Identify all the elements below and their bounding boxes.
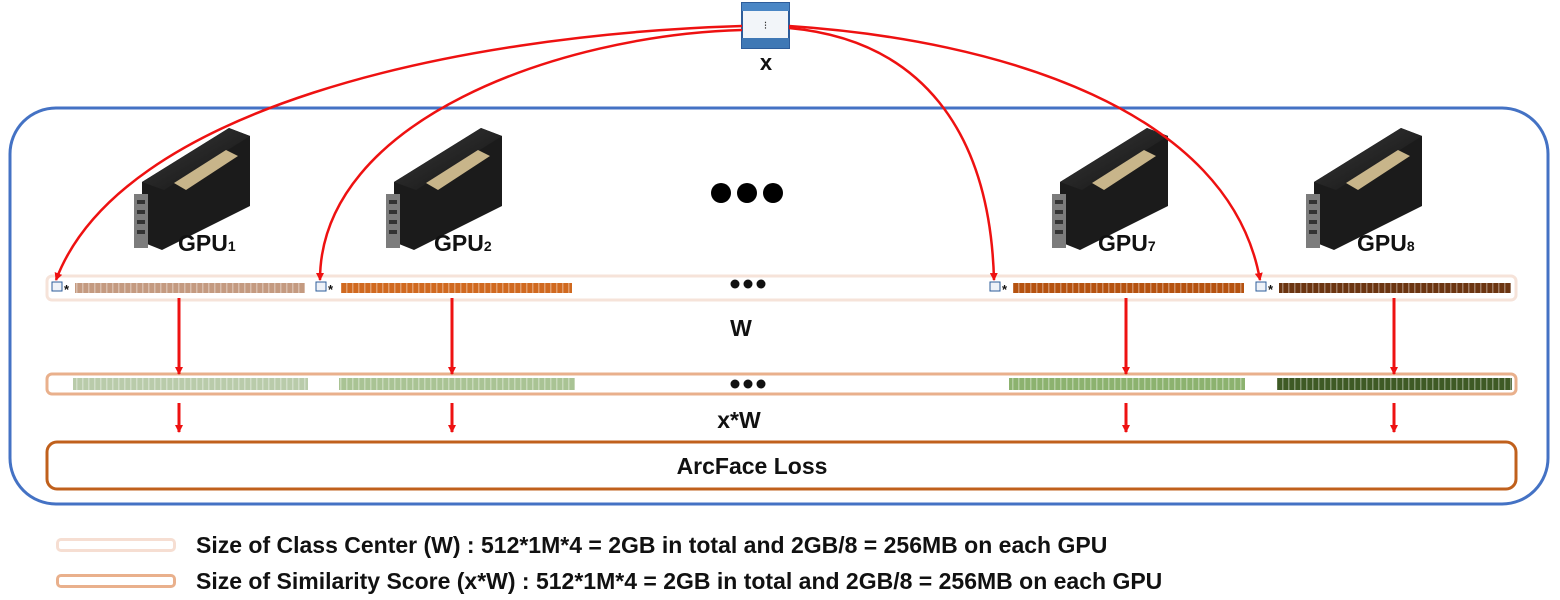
score-ellipsis (730, 379, 766, 389)
gpu-card-icon-2 (386, 128, 502, 250)
broadcast-arrows (54, 24, 1263, 281)
broadcast-arrow-8 (788, 24, 1263, 281)
legend-text-class-center: Size of Class Center (W) : 512*1M*4 = 2G… (196, 531, 1108, 558)
gpu-label-7: GPU7 (1098, 230, 1156, 256)
gpu-card-icon-7 (1052, 128, 1168, 250)
multiply-star-8: * (1268, 282, 1274, 297)
input-x-label: x (760, 50, 773, 75)
score-shard-bar-2 (339, 378, 575, 390)
gpu-label-8: GPU8 (1357, 230, 1415, 256)
w-shard-bar-1 (75, 283, 305, 293)
broadcast-arrow-2 (316, 28, 743, 281)
legend-similarity-score: Size of Similarity Score (x*W) : 512*1M*… (56, 567, 1163, 594)
w-shard-bar-2 (341, 283, 572, 293)
class-center-row (45, 274, 1518, 302)
score-shard-bar-8 (1277, 378, 1512, 390)
input-x-icon: ⁝ (741, 2, 790, 49)
gpu-card-icon-8 (1306, 128, 1422, 250)
gpu-card-icon-1 (134, 128, 250, 250)
legend-class-center: Size of Class Center (W) : 512*1M*4 = 2G… (56, 531, 1108, 558)
gpu-label-2: GPU2 (434, 230, 492, 256)
gpu-label-1: GPU1 (178, 230, 236, 256)
svg-text:⁝: ⁝ (764, 20, 768, 32)
x-copy-icon-1 (51, 281, 63, 292)
broadcast-arrow-7 (788, 26, 998, 281)
legend-text-similarity-score: Size of Similarity Score (x*W) : 512*1M*… (196, 567, 1163, 594)
xw-label: x*W (717, 407, 761, 433)
w-ellipsis (730, 279, 766, 289)
x-copy-icon-2 (315, 281, 327, 292)
score-shard-bar-1 (73, 378, 308, 390)
w-shard-bar-7 (1013, 283, 1244, 293)
w-label: W (730, 315, 752, 341)
gpu-cluster-container (8, 106, 1550, 506)
score-shard-bar-7 (1009, 378, 1245, 390)
multiply-star-1: * (64, 282, 70, 297)
loss-arrows (175, 403, 1398, 433)
arcface-loss-label: ArcFace Loss (677, 453, 828, 479)
legend-swatch-class-center (56, 538, 176, 552)
legend-swatch-similarity-score (56, 574, 176, 588)
arcface-loss-box (45, 440, 1518, 491)
w-shard-bar-8 (1279, 283, 1511, 293)
x-copy-icon-8 (1255, 281, 1267, 292)
gpu-ellipsis (711, 183, 783, 203)
multiply-star-2: * (328, 282, 334, 297)
multiply-star-7: * (1002, 282, 1008, 297)
compute-arrows (175, 298, 1398, 375)
broadcast-arrow-1 (54, 24, 743, 281)
x-copy-icon-7 (989, 281, 1001, 292)
similarity-score-row (45, 372, 1518, 396)
